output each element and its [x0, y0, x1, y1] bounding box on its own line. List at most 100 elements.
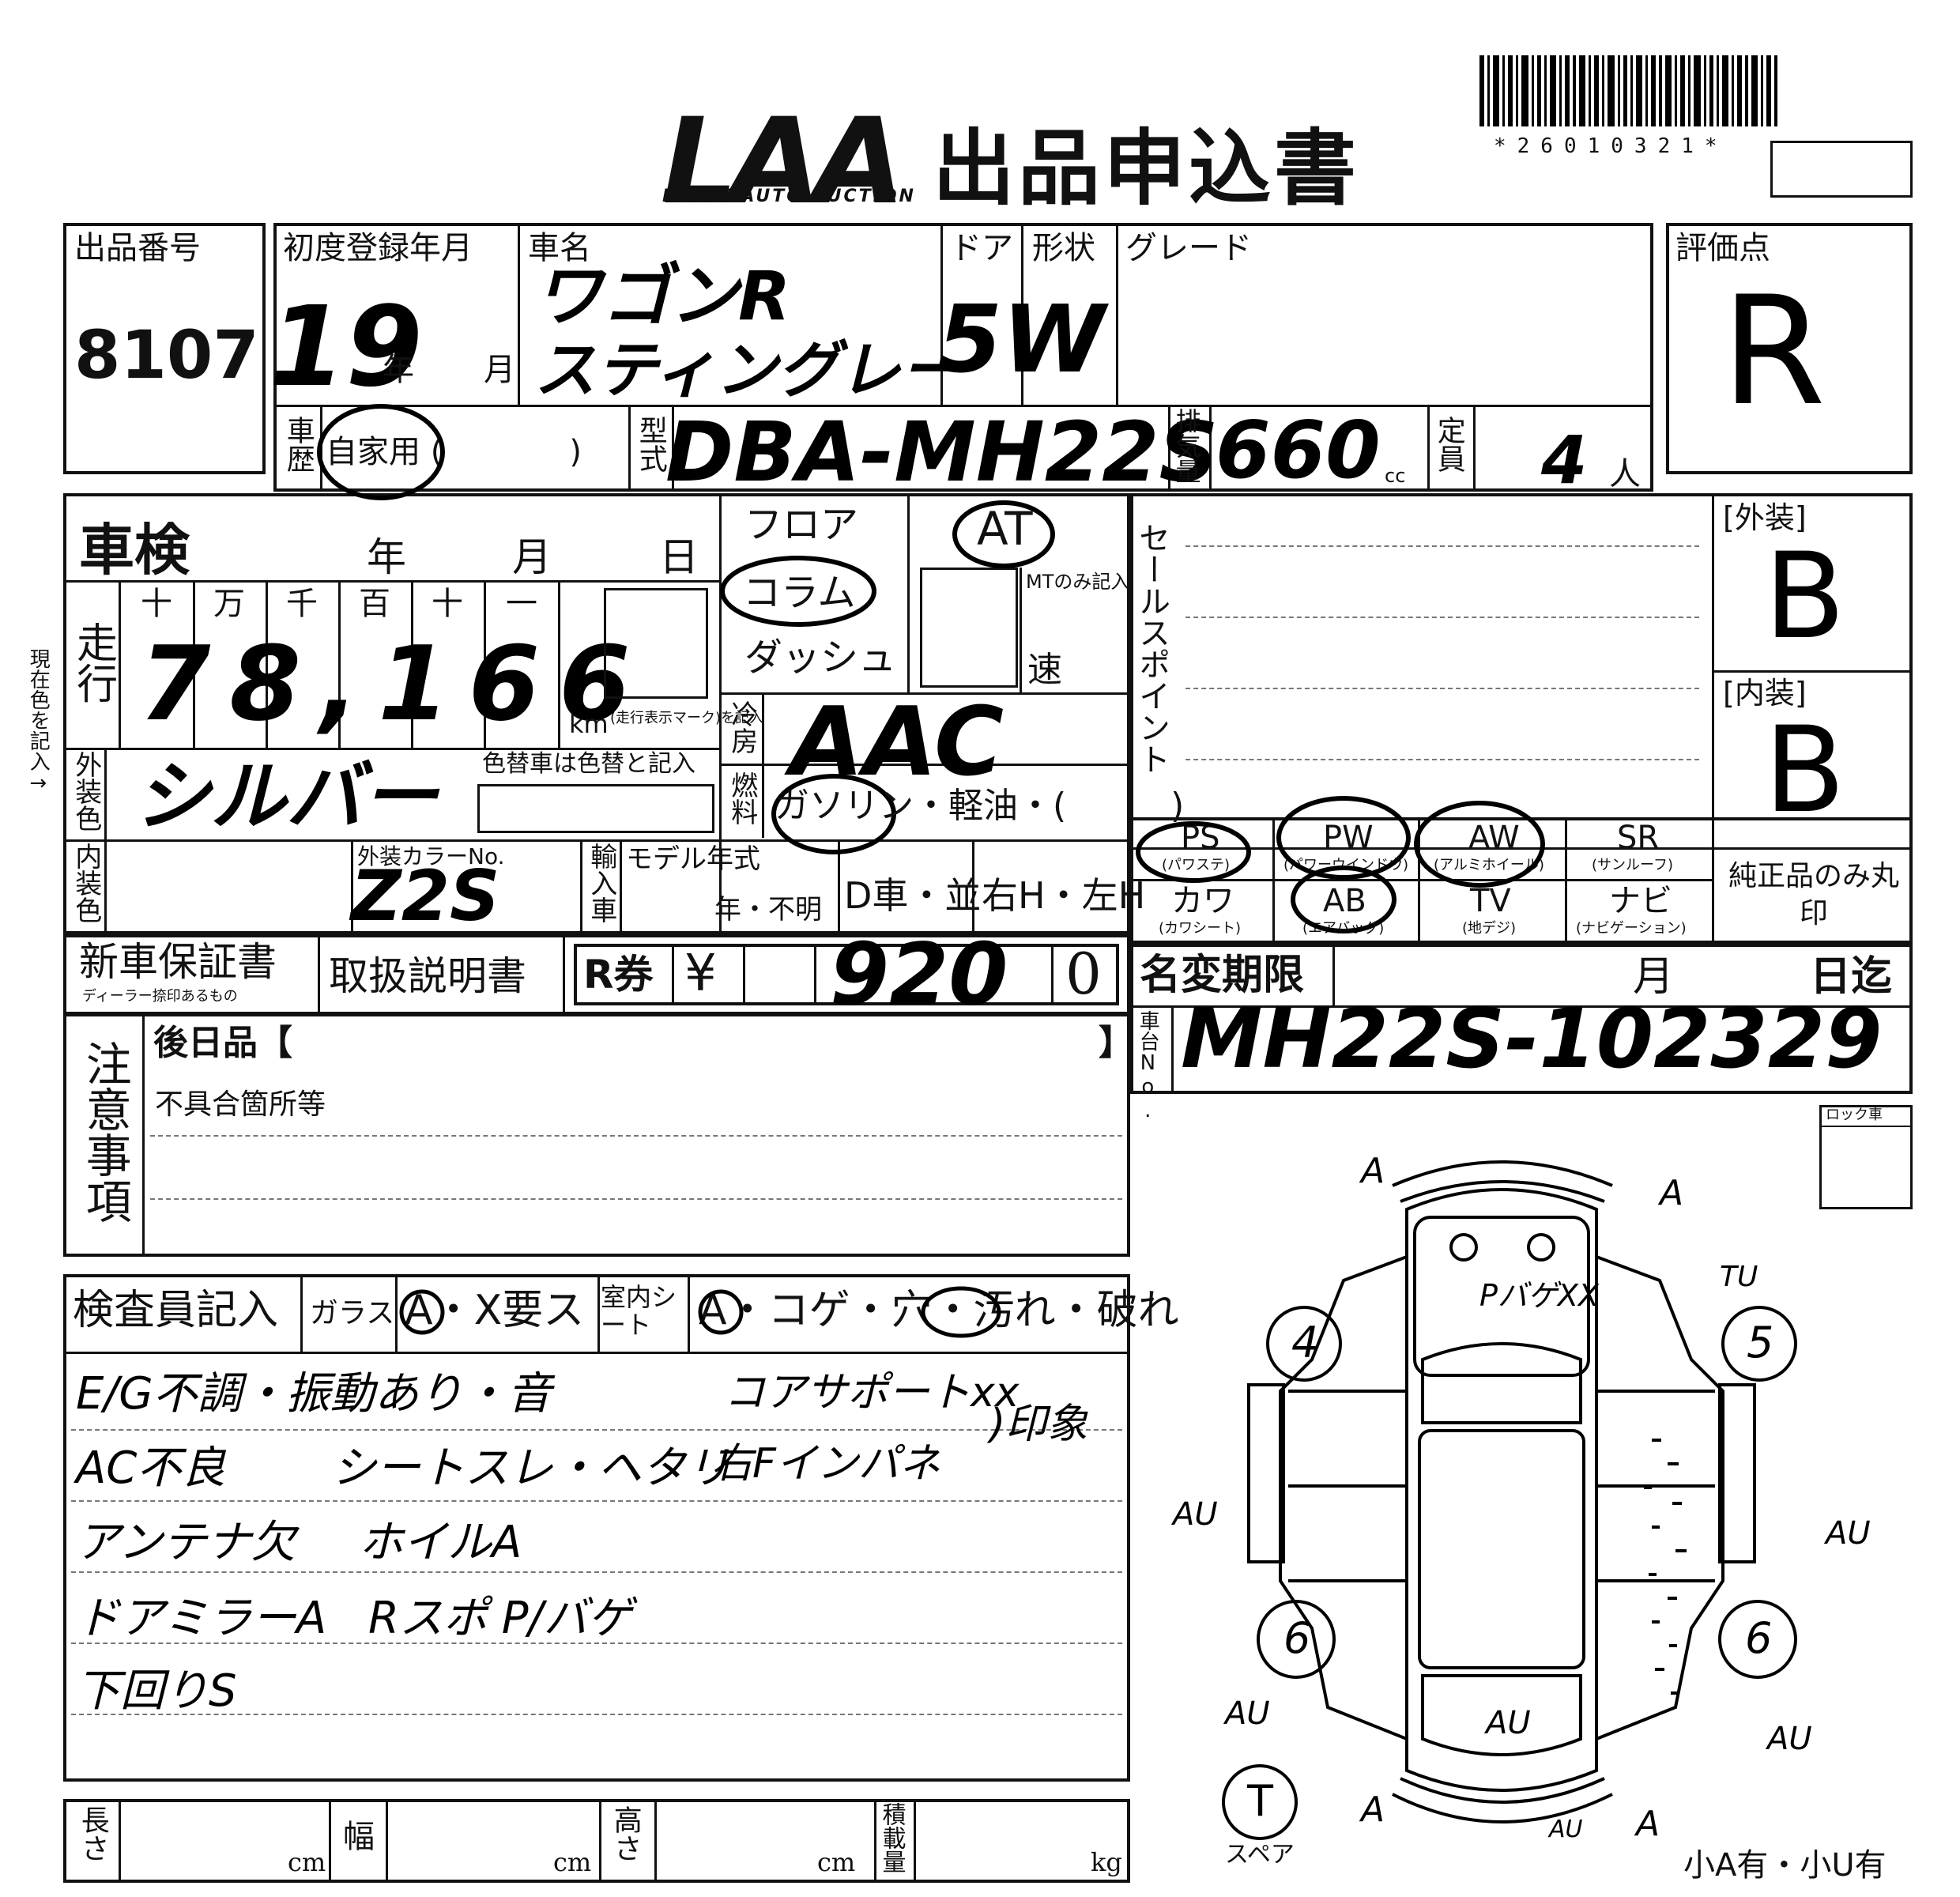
- dealer-options: D車・並: [844, 874, 982, 917]
- speed-label: 速: [1027, 650, 1062, 690]
- damage-mark-au-right: AU: [1826, 1515, 1871, 1552]
- damage-mark-au-trunk: AU: [1486, 1705, 1531, 1741]
- inspector-note-5: ホイルA: [359, 1517, 522, 1568]
- damage-mark-a-fr: A: [1660, 1173, 1684, 1213]
- inspector-note-2: AC不良: [76, 1443, 226, 1494]
- equip-sr-sub: (サンルーフ): [1592, 857, 1673, 873]
- inspector-note-7: Rスポ P/バゲ: [368, 1593, 632, 1644]
- warranty-note: ディーラー捺印あるもの: [82, 988, 238, 1005]
- yen-sign: ¥: [684, 945, 717, 1003]
- repaint-note: 色替車は色替と記入: [482, 750, 695, 778]
- digit-header-ichi: 一: [506, 586, 537, 622]
- load-label: 積載量: [877, 1802, 906, 1873]
- main-details-box: [63, 493, 1130, 934]
- digit-header-hyaku: 百: [359, 586, 390, 622]
- first-registration-year: 19: [269, 283, 423, 412]
- lock-label: ロック車: [1826, 1107, 1883, 1123]
- model-year-options: 年・不明: [714, 894, 822, 926]
- handle-options: 右H・左H: [982, 874, 1146, 917]
- fuel-circle: [771, 774, 896, 854]
- damage-mark-au-left: AU: [1173, 1496, 1218, 1533]
- selection-circles: [317, 404, 1055, 854]
- fuel-options: ガソリン・軽油・( ): [775, 786, 1185, 826]
- barcode-number: *26010321*: [1494, 134, 1728, 158]
- equip-aw-sub: (アルミホイール): [1434, 857, 1544, 873]
- chassis-label: 車台No.: [1136, 1010, 1160, 1122]
- seat-label: 室内シート: [601, 1282, 677, 1341]
- grade-label: グレード: [1125, 230, 1252, 266]
- door-label: ドア: [950, 230, 1013, 266]
- damage-mark-au-rear-left: AU: [1225, 1695, 1270, 1732]
- history-label: 車歴: [281, 416, 315, 473]
- car-name-line1: ワゴンR: [534, 257, 791, 336]
- score-label: 評価点: [1675, 230, 1770, 266]
- transmission-at: AT: [977, 502, 1033, 556]
- chassis-value: MH22S-102329: [1181, 990, 1883, 1087]
- warranty-label: 新車保証書: [79, 939, 277, 985]
- digit-header-sen: 千: [286, 586, 318, 622]
- exterior-color-value: シルバー: [134, 752, 438, 841]
- transmission-floor: フロア: [744, 503, 859, 547]
- interior-grade-value: B: [1764, 702, 1845, 839]
- name-change-box: [1130, 944, 1913, 1094]
- mileage-value: 78,166: [139, 624, 650, 744]
- color-code-label: 外装カラーNo.: [357, 843, 505, 869]
- genuine-note: 純正品のみ丸印: [1728, 860, 1899, 930]
- inspector-note-3: シートスレ・ヘタリ: [332, 1443, 730, 1494]
- equip-pw: PW: [1323, 820, 1374, 856]
- later-items-close: 】: [1099, 1023, 1133, 1063]
- glass-label: ガラス: [310, 1297, 395, 1329]
- later-items-label: 後日品【: [153, 1023, 292, 1063]
- transmission-column: コラム: [743, 571, 856, 615]
- capacity-value: 4: [1541, 421, 1588, 499]
- barcode-graphic: [1479, 55, 1777, 126]
- displacement-label: 排気量: [1171, 408, 1202, 484]
- recycle-value: 920: [830, 926, 1008, 1024]
- displacement-value: 660: [1216, 404, 1381, 496]
- length-label: 長さ: [76, 1805, 109, 1862]
- fuel-label: 燃料: [726, 771, 758, 825]
- form-title: 出品申込書: [933, 120, 1360, 217]
- door-shape-value: 5W: [937, 285, 1106, 394]
- vehicle-info-box: [273, 223, 1653, 492]
- month-unit: 月: [484, 352, 515, 388]
- inspector-box: [63, 1274, 1130, 1782]
- mt-speed-box: [920, 568, 1018, 688]
- stamp-box: [1770, 141, 1913, 198]
- inspector-label: 検査員記入: [73, 1287, 279, 1334]
- interior-grade-label: [内装]: [1723, 676, 1807, 711]
- color-code-value: Z2S: [351, 855, 500, 937]
- year-unit: 年: [383, 352, 414, 388]
- damage-mark-bumper: AU: [1549, 1816, 1583, 1843]
- barcode: [1479, 55, 1781, 134]
- score-value: R: [1721, 264, 1826, 439]
- first-registration-label: 初度登録年月: [283, 230, 473, 266]
- score-box: [1666, 223, 1913, 474]
- aircon-value: AAC: [790, 688, 1004, 798]
- lot-number: 8107: [74, 316, 259, 394]
- dimensions-box: [63, 1799, 1130, 1883]
- name-change-label: 名変期限: [1140, 952, 1305, 999]
- lock-box: [1819, 1105, 1913, 1209]
- diagram-footer: 小A有・小U有: [1683, 1847, 1886, 1884]
- wheel-mark-fr: 5: [1747, 1318, 1774, 1367]
- damage-mark-a-fl: A: [1361, 1151, 1385, 1191]
- transmission-dash: ダッシュ: [744, 635, 897, 680]
- history-circle: [317, 404, 445, 500]
- manual-label: 取扱説明書: [329, 953, 526, 999]
- shape-label: 形状: [1032, 230, 1095, 266]
- equip-aw: AW: [1468, 820, 1520, 856]
- notes-label: 注意事項: [77, 1040, 132, 1224]
- inspector-note-10: 右Fインパネ: [711, 1440, 940, 1488]
- import-label: 輸入車: [585, 843, 617, 923]
- equip-tv: TV: [1470, 883, 1511, 919]
- inspector-note-11: )印象: [989, 1401, 1088, 1448]
- name-change-month: 月: [1633, 953, 1675, 1001]
- mileage-mark-box: [604, 588, 708, 699]
- equip-sr: SR: [1617, 820, 1660, 856]
- height-unit: cm: [817, 1847, 856, 1877]
- history-text: 自家用 ( ): [326, 434, 582, 470]
- length-unit: cm: [288, 1847, 326, 1877]
- inspector-note-4: アンテナ欠: [76, 1517, 296, 1568]
- equip-leather: カワ: [1171, 883, 1234, 919]
